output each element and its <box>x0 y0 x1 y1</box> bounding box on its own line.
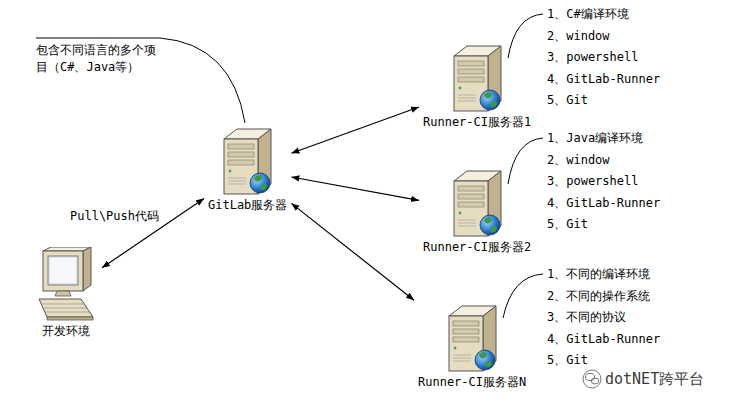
spec-item: 2、不同的操作系统 <box>547 288 650 305</box>
watermark: dotNET跨平台 <box>605 370 704 388</box>
leader-line <box>36 38 245 123</box>
leader-line <box>508 138 543 184</box>
wechat-circle <box>583 370 601 388</box>
server-icon <box>450 168 505 238</box>
spec-item: 3、不同的协议 <box>547 309 626 326</box>
spec-item: 5、Git <box>547 352 588 369</box>
spec-item: 2、window <box>547 28 610 45</box>
wechat-bubble <box>586 373 595 380</box>
node-label: 开发环境 <box>42 324 90 338</box>
connector-arrow <box>291 203 414 300</box>
wechat-icon <box>583 370 601 388</box>
spec-item: 1、Java编译环境 <box>547 130 643 147</box>
runner-server-node: Runner-CI服务器N <box>418 303 526 389</box>
spec-item: 2、window <box>547 152 610 169</box>
callout-note: 包含不同语言的多个项目（C#、Java等） <box>36 42 156 76</box>
spec-item: 5、Git <box>547 92 588 109</box>
server-icon <box>220 126 275 196</box>
spec-item: 4、GitLab-Runner <box>547 71 660 88</box>
leader-line <box>503 274 543 318</box>
runner-server-node: Runner-CI服务器1 <box>423 43 531 129</box>
node-label: Runner-CI服务器1 <box>423 115 531 129</box>
connector-arrow <box>291 177 419 200</box>
icon-graphic <box>454 171 501 236</box>
runner-server-node: Runner-CI服务器2 <box>423 168 531 254</box>
gitlab-server-node: GitLab服务器 <box>208 126 287 212</box>
edge-label: Pull\Push代码 <box>68 209 161 223</box>
computer-icon <box>33 247 98 322</box>
spec-item: 4、GitLab-Runner <box>547 331 660 348</box>
spec-item: 3、powershell <box>547 49 638 66</box>
node-label: Runner-CI服务器N <box>418 375 526 389</box>
computer-node: 开发环境 <box>33 247 98 338</box>
leader-line <box>508 14 543 58</box>
node-label: Runner-CI服务器2 <box>423 240 531 254</box>
server-icon <box>450 43 505 113</box>
spec-item: 5、Git <box>547 216 588 233</box>
icon-graphic <box>39 247 93 320</box>
connector-arrow <box>291 107 419 153</box>
spec-item: 3、powershell <box>547 173 638 190</box>
icon-graphic <box>454 46 501 111</box>
node-label: GitLab服务器 <box>208 198 287 212</box>
wechat-bubble <box>591 378 599 384</box>
spec-item: 1、不同的编译环境 <box>547 266 650 283</box>
server-icon <box>445 303 500 373</box>
spec-item: 4、GitLab-Runner <box>547 195 660 212</box>
spec-item: 1、C#编译环境 <box>547 6 629 23</box>
icon-graphic <box>224 129 271 194</box>
icon-graphic <box>449 306 496 371</box>
